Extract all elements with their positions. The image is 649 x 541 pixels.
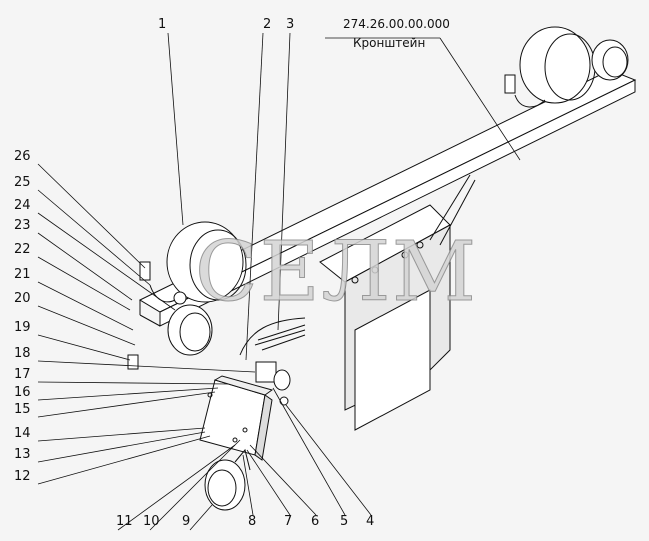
callout-21: 21 [14,267,31,282]
mounting-box [319,174,476,431]
callout-3: 3 [286,17,295,32]
callout-17: 17 [14,367,31,382]
callout-11: 11 [116,514,133,529]
callout-4: 4 [366,514,375,529]
watermark: СЕЛМ [195,225,478,320]
callout-2: 2 [263,17,272,32]
callout-26: 26 [14,149,31,164]
horn [204,448,251,511]
callout-20: 20 [14,291,31,306]
part-name: Кронштейн [353,36,426,50]
callout-8: 8 [248,514,257,529]
right-lamps [504,26,629,108]
callout-15: 15 [14,402,31,417]
part-code: 274.26.00.00.000 [343,17,450,31]
callout-24: 24 [14,198,31,213]
callout-25: 25 [14,175,31,190]
callout-19: 19 [14,320,31,335]
callout-9: 9 [182,514,191,529]
control-unit [199,317,306,461]
callout-23: 23 [14,218,31,233]
callout-7: 7 [284,514,293,529]
left-lamps [127,221,247,370]
callout-1: 1 [158,17,167,32]
callout-16: 16 [14,385,31,400]
callout-6: 6 [311,514,320,529]
callout-12: 12 [14,469,31,484]
bracket-beam [138,69,637,327]
callout-10: 10 [143,514,160,529]
callout-22: 22 [14,242,31,257]
callout-14: 14 [14,426,31,441]
leader-lines [37,32,521,531]
callout-18: 18 [14,346,31,361]
callout-13: 13 [14,447,31,462]
callout-5: 5 [340,514,349,529]
